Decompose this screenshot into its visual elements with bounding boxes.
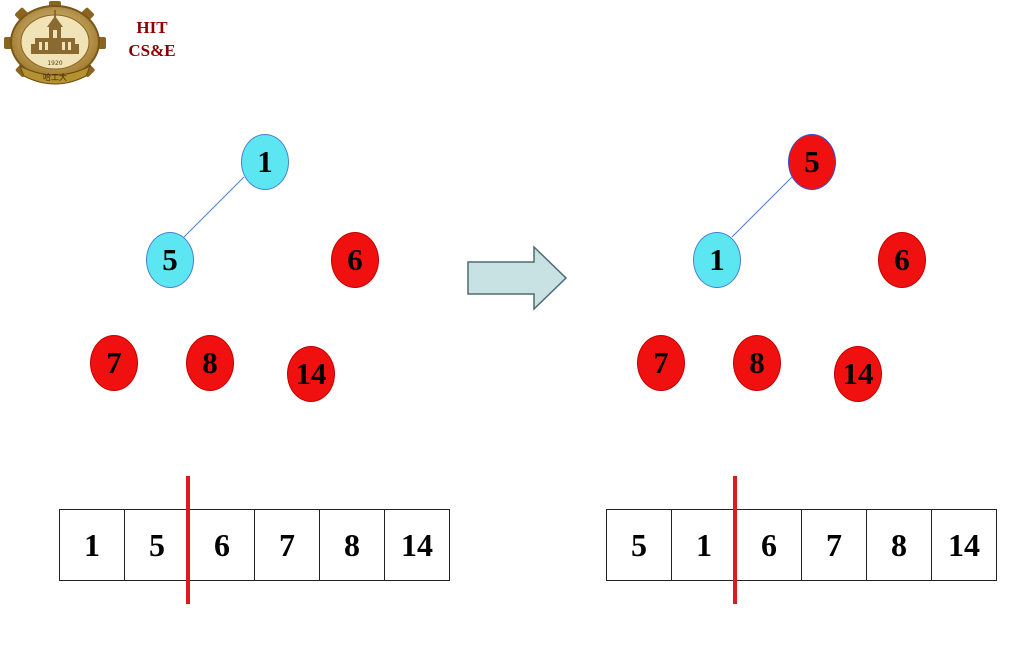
after-array-cell: 7 [802, 509, 867, 581]
before-node-root: 1 [241, 134, 289, 190]
before-array-cell: 14 [385, 509, 450, 581]
before-node-right: 6 [331, 232, 379, 288]
after-array: 5 1 6 7 8 14 [606, 509, 997, 581]
before-array-cell: 7 [255, 509, 320, 581]
after-node-root: 5 [788, 134, 836, 190]
before-array-cell: 8 [320, 509, 385, 581]
after-array-cell: 14 [932, 509, 997, 581]
before-heap-divider [186, 476, 190, 604]
after-node-left: 1 [693, 232, 741, 288]
right-arrow-icon [467, 245, 568, 311]
after-node-lr: 8 [733, 335, 781, 391]
svg-text:哈工大: 哈工大 [43, 72, 67, 82]
brand-hit: HIT [136, 18, 168, 37]
after-array-cell: 6 [737, 509, 802, 581]
after-array-cell: 1 [672, 509, 737, 581]
before-edge-root-left [183, 176, 245, 238]
before-node-ll: 7 [90, 335, 138, 391]
before-array-cell: 1 [60, 509, 125, 581]
before-array-cell: 5 [125, 509, 190, 581]
after-node-rl: 14 [834, 346, 882, 402]
after-array-cell: 5 [607, 509, 672, 581]
after-array-cell: 8 [867, 509, 932, 581]
after-edge-root-left [731, 176, 793, 238]
after-node-right: 6 [878, 232, 926, 288]
before-array-cell: 6 [190, 509, 255, 581]
university-seal-icon: 1920 哈工大 [4, 1, 106, 85]
brand-cse: CS&E [128, 41, 176, 60]
svg-text:1920: 1920 [47, 60, 62, 67]
before-node-rl: 14 [287, 346, 335, 402]
before-array: 1 5 6 7 8 14 [59, 509, 450, 581]
after-node-ll: 7 [637, 335, 685, 391]
before-node-left: 5 [146, 232, 194, 288]
before-node-lr: 8 [186, 335, 234, 391]
after-heap-divider [733, 476, 737, 604]
